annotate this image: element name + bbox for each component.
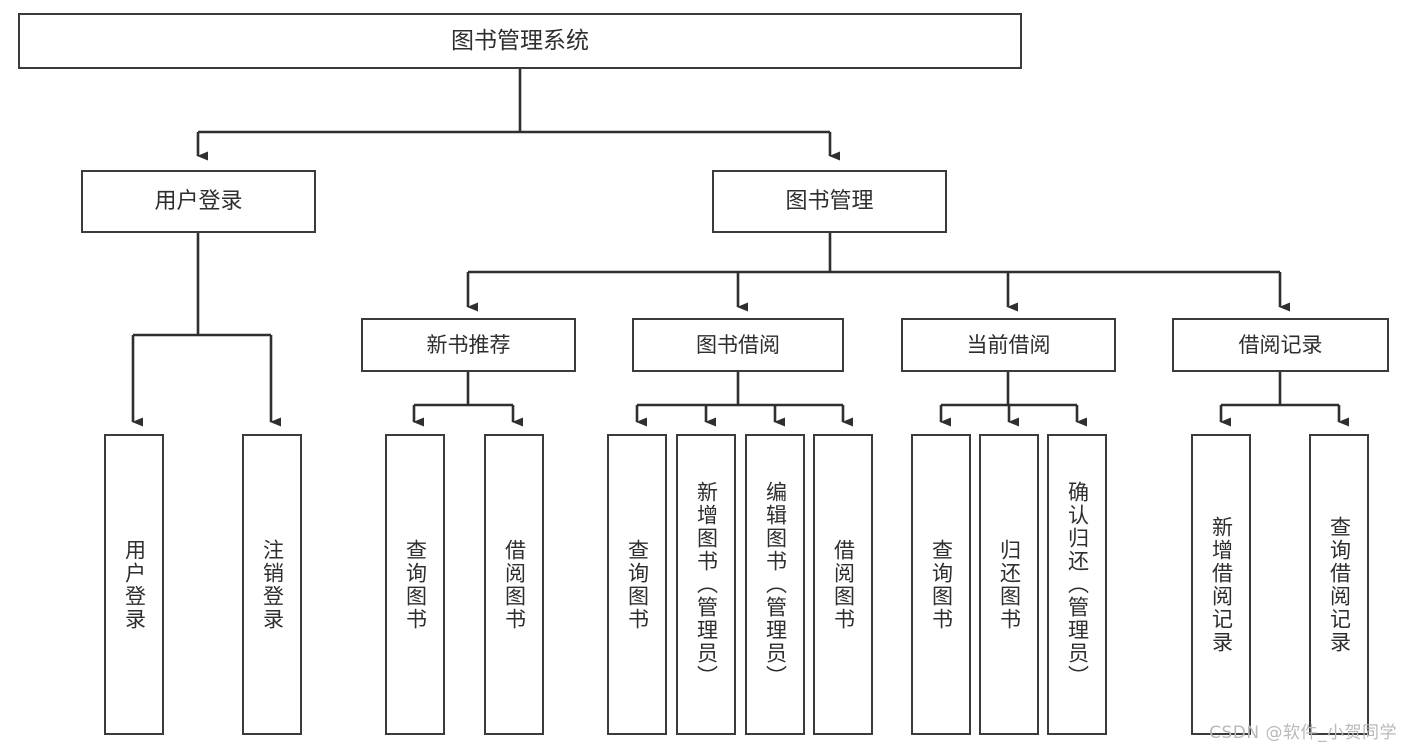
node-label: 查询图书 xyxy=(403,538,428,631)
node-leaf-current-confirm-return-admin[interactable]: 确认归还（管理员） xyxy=(1047,434,1107,735)
node-label: 图书管理系统 xyxy=(451,27,589,54)
node-label: 新增图书（管理员） xyxy=(694,481,719,688)
node-leaf-borrow-add-book-admin[interactable]: 新增图书（管理员） xyxy=(676,434,736,735)
node-label: 图书借阅 xyxy=(696,332,780,357)
node-leaf-newbook-query-book[interactable]: 查询图书 xyxy=(385,434,445,735)
node-root-system[interactable]: 图书管理系统 xyxy=(18,13,1022,69)
node-group-current-borrow[interactable]: 当前借阅 xyxy=(901,318,1116,372)
node-group-new-book-recommend[interactable]: 新书推荐 xyxy=(361,318,576,372)
node-label: 借阅图书 xyxy=(502,538,527,631)
node-label: 查询图书 xyxy=(625,538,650,631)
node-leaf-record-add-record[interactable]: 新增借阅记录 xyxy=(1191,434,1251,735)
node-label: 编辑图书（管理员） xyxy=(763,481,788,688)
node-leaf-record-query-record[interactable]: 查询借阅记录 xyxy=(1309,434,1369,735)
node-group-book-borrow[interactable]: 图书借阅 xyxy=(632,318,844,372)
node-label: 借阅图书 xyxy=(831,538,856,631)
node-label: 图书管理 xyxy=(785,188,874,214)
node-label: 用户登录 xyxy=(122,538,147,631)
node-branch-user-login[interactable]: 用户登录 xyxy=(81,170,316,233)
node-leaf-borrow-lend-book[interactable]: 借阅图书 xyxy=(813,434,873,735)
node-leaf-current-query-book[interactable]: 查询图书 xyxy=(911,434,971,735)
node-leaf-borrow-edit-book-admin[interactable]: 编辑图书（管理员） xyxy=(745,434,805,735)
node-label: 归还图书 xyxy=(997,538,1022,631)
node-label: 用户登录 xyxy=(154,188,243,214)
node-label: 当前借阅 xyxy=(966,332,1051,357)
node-leaf-borrow-query-book[interactable]: 查询图书 xyxy=(607,434,667,735)
node-label: 查询图书 xyxy=(929,538,954,631)
node-branch-book-management[interactable]: 图书管理 xyxy=(712,170,947,233)
node-label: 注销登录 xyxy=(260,538,285,631)
node-label: 新书推荐 xyxy=(426,332,511,357)
node-group-borrow-record[interactable]: 借阅记录 xyxy=(1172,318,1389,372)
node-label: 确认归还（管理员） xyxy=(1065,481,1090,688)
node-leaf-newbook-borrow-book[interactable]: 借阅图书 xyxy=(484,434,544,735)
node-label: 借阅记录 xyxy=(1238,332,1323,357)
node-label: 新增借阅记录 xyxy=(1209,515,1234,654)
node-leaf-current-return-book[interactable]: 归还图书 xyxy=(979,434,1039,735)
node-label: 查询借阅记录 xyxy=(1327,515,1352,654)
node-leaf-logout[interactable]: 注销登录 xyxy=(242,434,302,735)
csdn-watermark: CSDN @软件_小贺同学 xyxy=(1209,723,1397,743)
node-leaf-user-login[interactable]: 用户登录 xyxy=(104,434,164,735)
